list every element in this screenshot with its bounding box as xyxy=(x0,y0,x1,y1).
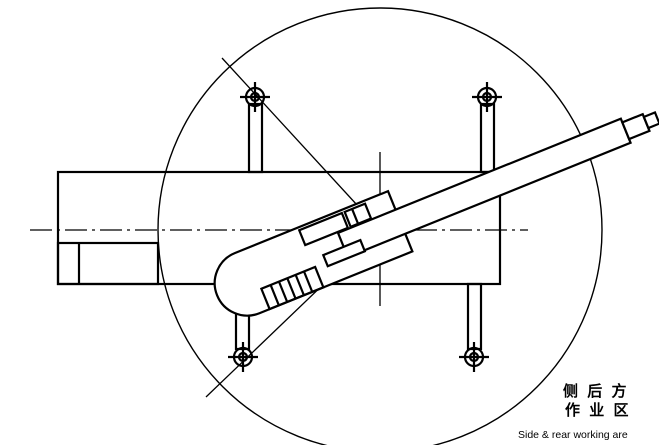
outrigger-pad-rear-top xyxy=(472,82,502,112)
label-cn-line1: 侧 后 方 xyxy=(563,382,629,400)
outrigger-pad-rear-bottom xyxy=(459,342,489,372)
working-area-label-cn: 侧 后 方 作 业 区 xyxy=(563,382,659,420)
cab-compartment xyxy=(56,241,160,286)
superstructure-rotated xyxy=(213,110,659,317)
boom-head xyxy=(642,110,659,130)
turntable-body xyxy=(213,189,414,317)
working-area-circle xyxy=(157,7,603,445)
label-cn-line2: 作 业 区 xyxy=(565,401,631,419)
boom-foot xyxy=(321,238,367,268)
counterweight-slats xyxy=(259,265,325,311)
outrigger-pad-front-top xyxy=(240,82,270,112)
boom xyxy=(336,117,633,259)
sector-boundary-line-upper xyxy=(221,57,381,231)
outrigger-pad-front-bottom xyxy=(228,342,258,372)
operator-cab xyxy=(297,211,350,247)
working-area-label-en: Side & rear working are xyxy=(518,429,628,441)
